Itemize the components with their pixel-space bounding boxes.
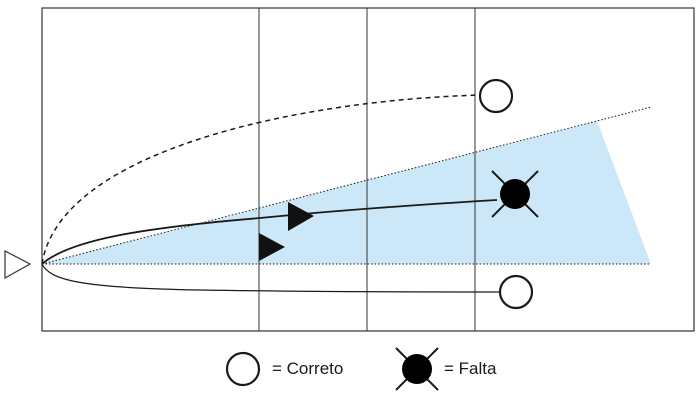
- legend-fault-icon: [395, 347, 439, 391]
- direction-arrow-icon: [259, 233, 285, 261]
- main-trajectory: [41, 199, 498, 265]
- direction-arrow-icon: [288, 202, 314, 231]
- legend-fault-label: = Falta: [444, 359, 497, 378]
- correct-circle-icon: [498, 274, 534, 310]
- lower-trajectory: [41, 263, 500, 293]
- fault-icon: [491, 170, 539, 218]
- field-frame: [41, 7, 695, 332]
- legend-correct-icon: [225, 351, 261, 387]
- target-zone: [42, 121, 651, 264]
- dashed-trajectory: [41, 94, 482, 265]
- correct-circle-icon: [478, 78, 514, 114]
- legend-correct-label: = Correto: [272, 359, 344, 378]
- start-triangle-icon: [4, 250, 32, 280]
